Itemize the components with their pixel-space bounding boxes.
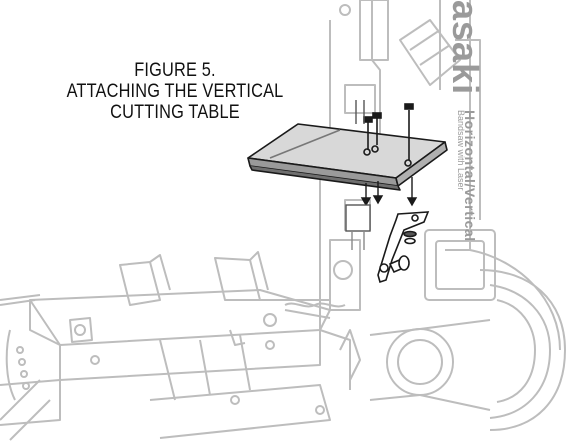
brand-logo-text: asaki	[445, 0, 486, 96]
caption-line-3: CUTTING TABLE	[110, 102, 240, 123]
caption-line-2: ATTACHING THE VERTICAL	[66, 81, 284, 102]
figure-caption: FIGURE 5. ATTACHING THE VERTICAL CUTTING…	[59, 60, 291, 123]
assembly-arrows	[360, 177, 418, 207]
caption-line-1: FIGURE 5.	[134, 60, 216, 81]
column-block	[345, 100, 371, 250]
mounting-screws	[363, 103, 414, 167]
vertical-cutting-table	[247, 123, 448, 191]
type-label: Bandsaw with Laser	[456, 110, 466, 191]
table-bracket	[377, 211, 430, 284]
